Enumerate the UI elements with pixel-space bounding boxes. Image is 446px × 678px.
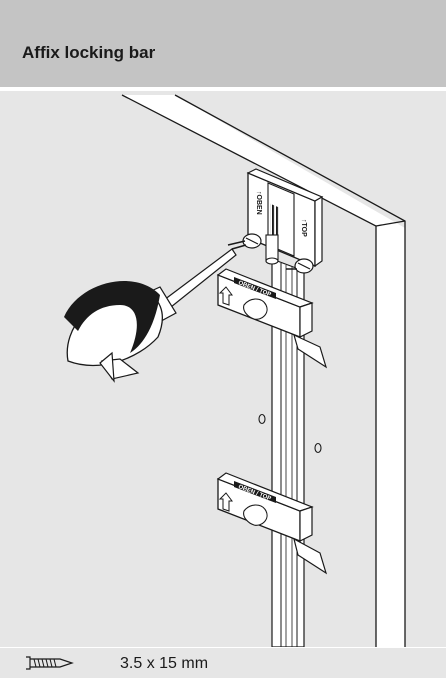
drill-holes bbox=[258, 413, 322, 454]
bracket-label-oben: ↑OBEN bbox=[255, 191, 262, 215]
screw-size-label: 3.5 x 15 mm bbox=[120, 655, 209, 672]
hardware-legend: 3.5 x 15 mm bbox=[0, 648, 446, 678]
bracket-screws bbox=[227, 233, 314, 274]
screw-icon bbox=[26, 656, 74, 670]
lower-lock-clip: OBEN / TOP bbox=[216, 472, 328, 575]
step-title: Affix locking bar bbox=[22, 43, 156, 62]
top-mounting-bracket: ↑OBEN ↑TOP bbox=[246, 168, 324, 268]
instruction-header: Affix locking bar bbox=[0, 0, 446, 87]
header-divider bbox=[0, 87, 446, 91]
upper-lock-clip: OBEN / TOP bbox=[216, 268, 328, 369]
cabinet-side-panel bbox=[121, 94, 406, 647]
assembly-illustration: ↑OBEN ↑TOP bbox=[0, 91, 446, 647]
screwdriver bbox=[64, 248, 237, 383]
bracket-label-top: ↑TOP bbox=[300, 219, 307, 237]
assembly-drawing: ↑OBEN ↑TOP bbox=[64, 94, 406, 647]
